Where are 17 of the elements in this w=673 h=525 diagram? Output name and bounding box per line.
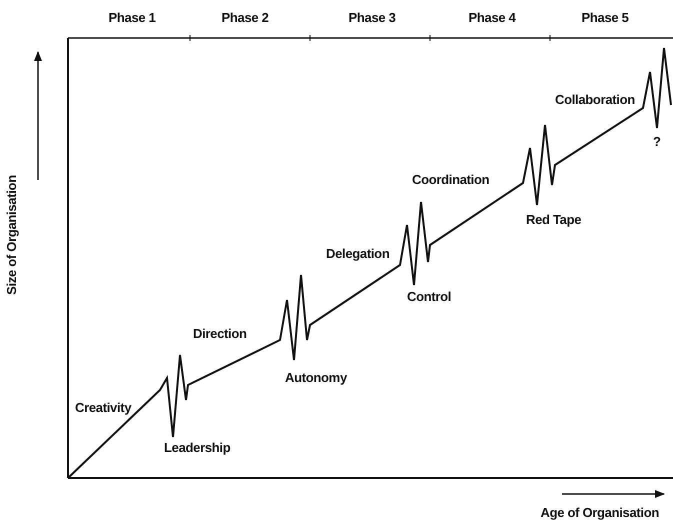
stage-label: Red Tape — [526, 212, 582, 228]
phase-label: Phase 4 — [468, 10, 516, 26]
phase-label: Phase 1 — [108, 10, 156, 26]
stage-label: Coordination — [412, 172, 490, 188]
axis-title: Age of Organisation — [540, 505, 660, 521]
stage-label: ? — [653, 134, 661, 150]
stage-label: Collaboration — [555, 92, 635, 108]
phase-label: Phase 2 — [222, 10, 269, 26]
stage-label: Delegation — [326, 246, 390, 262]
stage-label: Autonomy — [285, 370, 347, 386]
stage-label: Creativity — [75, 400, 132, 416]
stage-label: Leadership — [164, 440, 230, 456]
stage-label: Direction — [193, 326, 247, 342]
stage-label: Control — [407, 289, 452, 305]
phase-label: Phase 3 — [348, 10, 396, 26]
phase-label: Phase 5 — [582, 10, 629, 26]
axis-title: Size of Organisation — [4, 175, 20, 295]
